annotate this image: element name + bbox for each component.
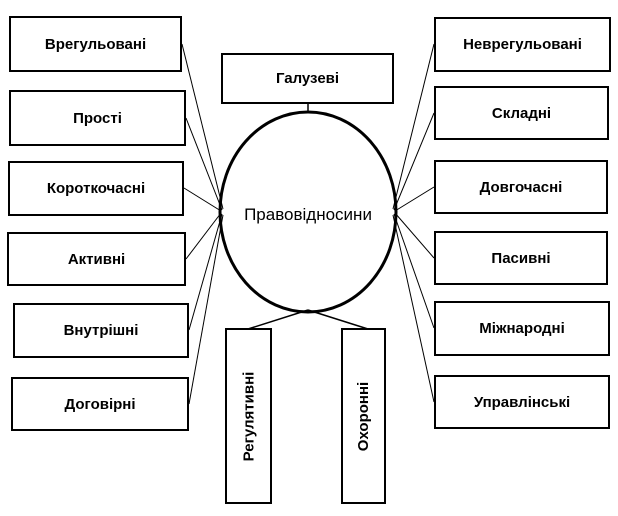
connector-left-1 (181, 43, 224, 210)
box-bottom-okhoronni-label: Охоронні (355, 381, 373, 451)
connector-left-6 (188, 214, 224, 405)
box-bottom-okhoronni: Охоронні (341, 328, 386, 504)
box-left-1: Врегульовані (9, 16, 182, 72)
connector-left-5 (188, 213, 223, 331)
connector-right-5 (393, 213, 435, 329)
box-right-4: Пасивні (434, 231, 608, 285)
connector-right-6 (392, 214, 435, 403)
box-bottom-regulatyvni-label: Регулятивні (240, 371, 258, 461)
box-left-3: Короткочасні (8, 161, 184, 216)
connector-left-3 (183, 187, 222, 212)
box-right-1: Неврегульовані (434, 17, 611, 72)
box-left-2: Прості (9, 90, 186, 146)
connector-left-2 (185, 117, 223, 211)
connector-right-3 (394, 186, 435, 212)
box-left-4: Активні (7, 232, 186, 286)
box-bottom-regulatyvni: Регулятивні (225, 328, 272, 504)
connector-right-2 (393, 112, 435, 211)
connector-bottom-1 (247, 309, 309, 330)
box-right-5: Міжнародні (434, 301, 610, 356)
box-right-2: Складні (434, 86, 609, 140)
connector-right-4 (394, 212, 435, 259)
box-galuzevi: Галузеві (221, 53, 394, 104)
box-right-6: Управлінські (434, 375, 610, 429)
connector-right-1 (392, 43, 435, 210)
connector-left-4 (185, 212, 222, 260)
box-left-5: Внутрішні (13, 303, 189, 358)
box-left-6: Договірні (11, 377, 189, 431)
box-right-3: Довгочасні (434, 160, 608, 214)
connector-bottom-2 (307, 309, 369, 330)
center-label: Правовідносини (244, 205, 372, 224)
